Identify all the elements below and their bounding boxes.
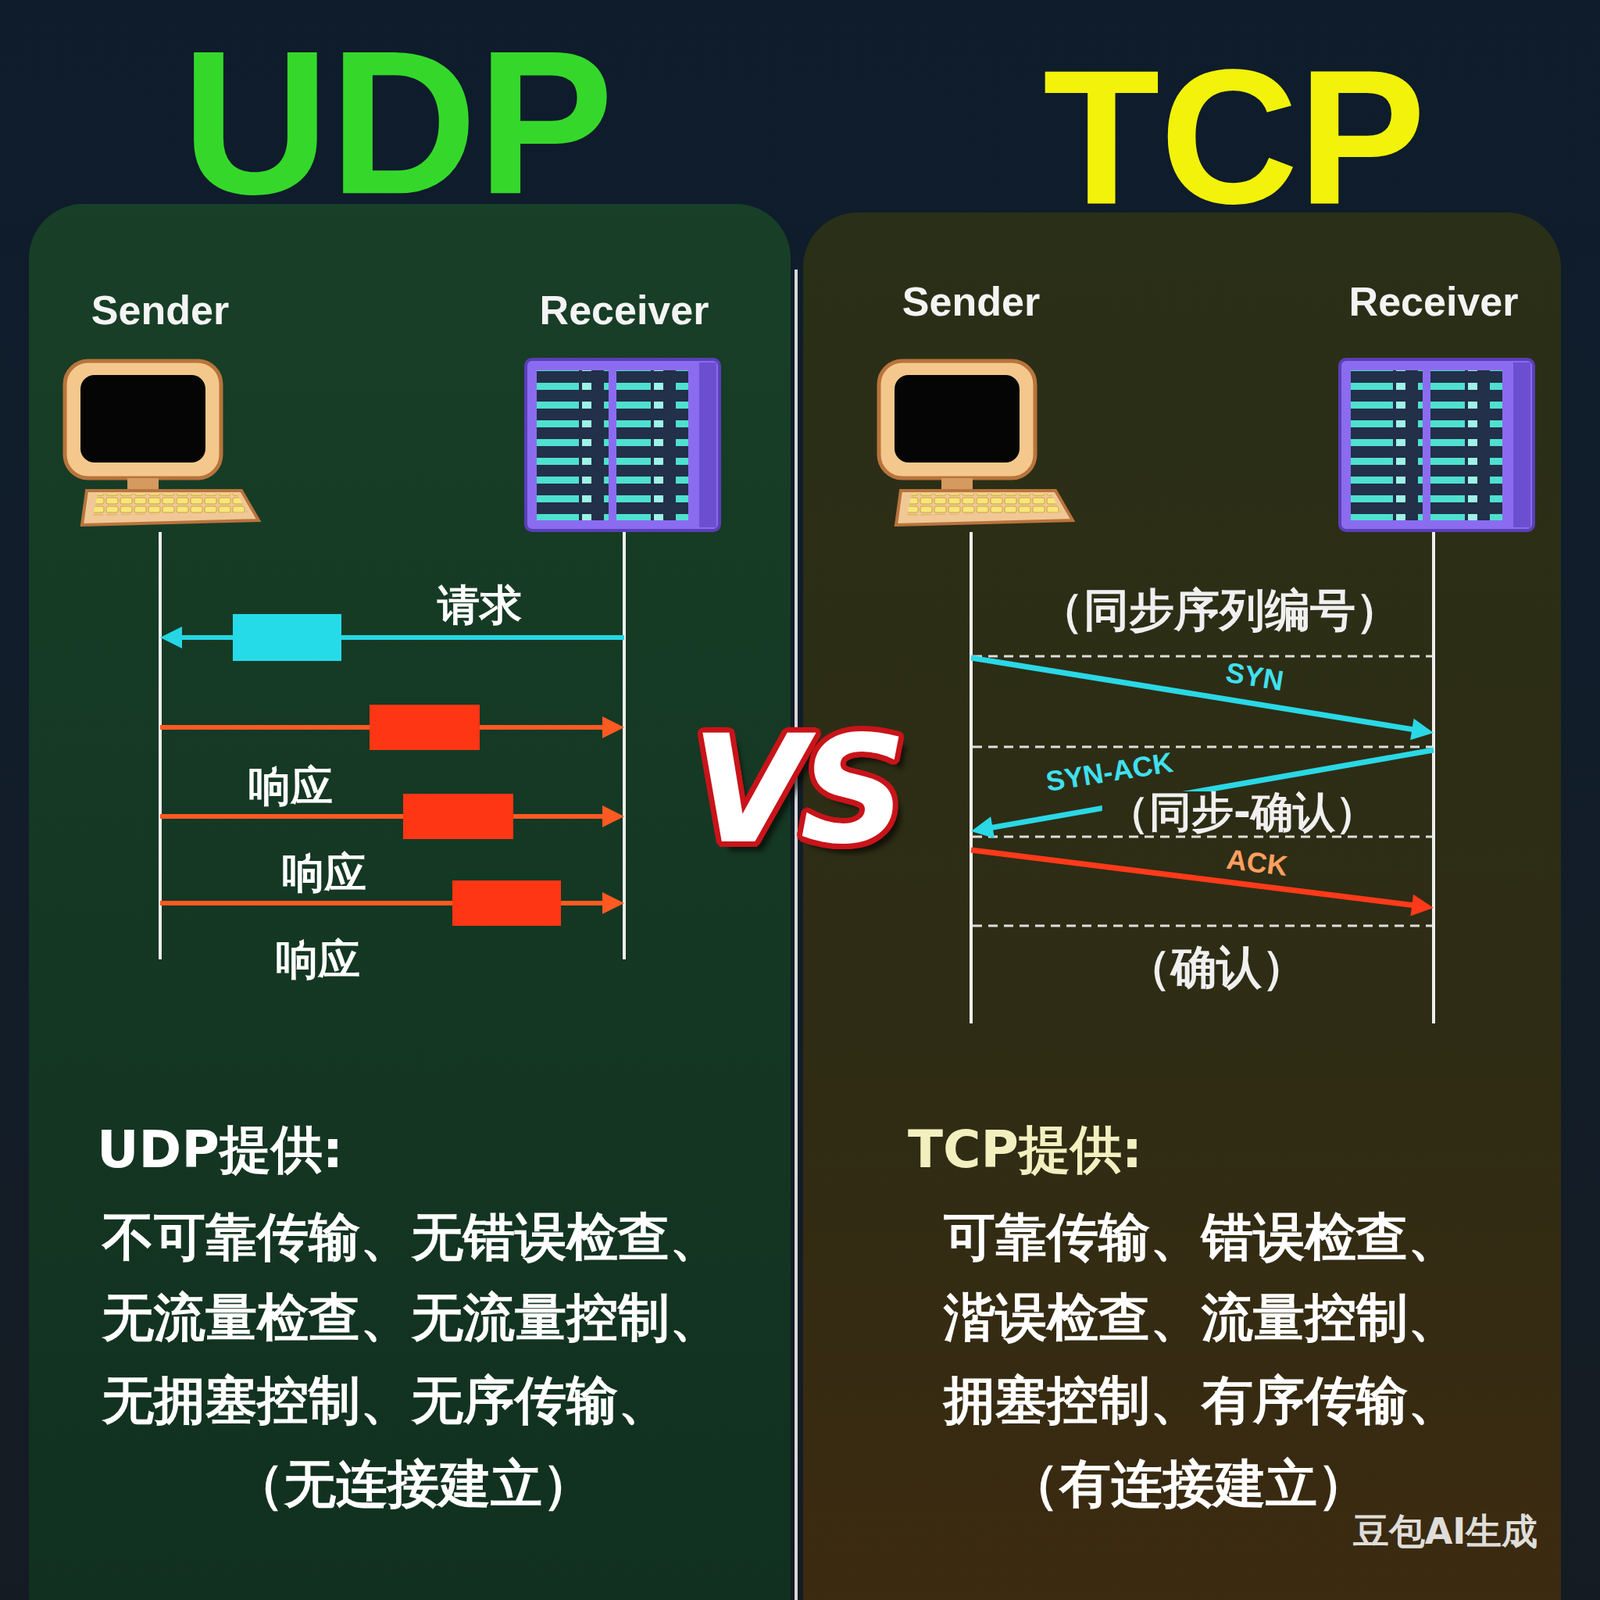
message-arrow [971,657,1434,740]
feature-text: 可靠传输、错误检查、 [943,1207,1460,1268]
lifeline-node: Receiver [507,285,742,961]
phase-label: （同步序列编号） [1038,584,1401,637]
message-arrow [160,793,625,840]
message-arrow [971,750,1434,839]
lifelines [160,532,1434,1024]
packet [369,704,480,750]
lifeline-node: Sender [42,285,278,961]
arrowhead [602,805,625,828]
edge-label: SYN [1223,656,1286,697]
packet [452,880,561,926]
computer-icon [64,360,259,525]
role-label: Sender [902,278,1040,326]
feature-text: 无拥塞控制、无序传输、 [102,1371,670,1431]
feature-text: （无连接建立） [232,1454,594,1515]
panel-heading: TCP [1042,27,1426,248]
divider [794,269,798,1600]
message-arrow [160,704,625,750]
edge-label: 请求 [437,580,522,629]
edge-label: 响应 [248,761,333,811]
edge-label: SYN-ACK [1043,746,1175,799]
lifeline-node: Sender [853,277,1089,1025]
feature-text: 湝误检查、流量控制、 [943,1288,1460,1348]
arrowhead [602,892,625,915]
edge-label: ACK [1225,842,1290,883]
phase-label: （确认） [1125,941,1308,994]
protocol-panel: TCPTCP提供:可靠传输、错误检查、湝误检查、流量控制、拥塞控制、有序传输、（… [803,212,1561,1600]
arrowhead [971,816,995,839]
edge-label: 响应 [282,848,367,897]
feature-text: 无流量检查、无流量控制、 [102,1288,722,1348]
tcp-panel-bg [803,212,1561,1600]
server-icon [525,359,720,531]
feature-heading: UDP提供: [96,1120,343,1180]
arrowhead [1410,718,1434,741]
arrowhead [602,716,625,739]
feature-heading: TCP提供: [907,1120,1143,1180]
feature-text: （有连接建立） [1007,1454,1369,1515]
edge-label: 响应 [275,935,361,984]
role-label: Sender [91,287,229,335]
message-arrow [160,614,625,661]
feature-text: 不可靠传输、无错误检查、 [102,1207,722,1268]
vs-badge: VS [691,716,901,865]
lifeline-node: Receiver [1316,277,1551,1025]
udp-panel-bg [28,203,791,1600]
panel-heading: UDP [181,4,614,240]
arrowhead [1410,894,1434,917]
phase-label: （同步-确认） [1102,791,1383,834]
role-label: Receiver [539,287,710,335]
protocol-panel: UDPUDP提供:不可靠传输、无错误检查、无流量检查、无流量控制、无拥塞控制、无… [28,203,791,1600]
feature-text: 拥塞控制、有序传输、 [943,1371,1460,1431]
server-icon [1339,359,1534,531]
role-label: Receiver [1349,278,1519,326]
computer-icon [878,360,1073,525]
watermark: 豆包AI生成 [1353,1510,1539,1553]
packet [232,614,342,661]
arrowhead [160,626,183,649]
message-arrow [160,880,625,926]
message-arrow [971,850,1434,916]
packet [403,793,514,840]
